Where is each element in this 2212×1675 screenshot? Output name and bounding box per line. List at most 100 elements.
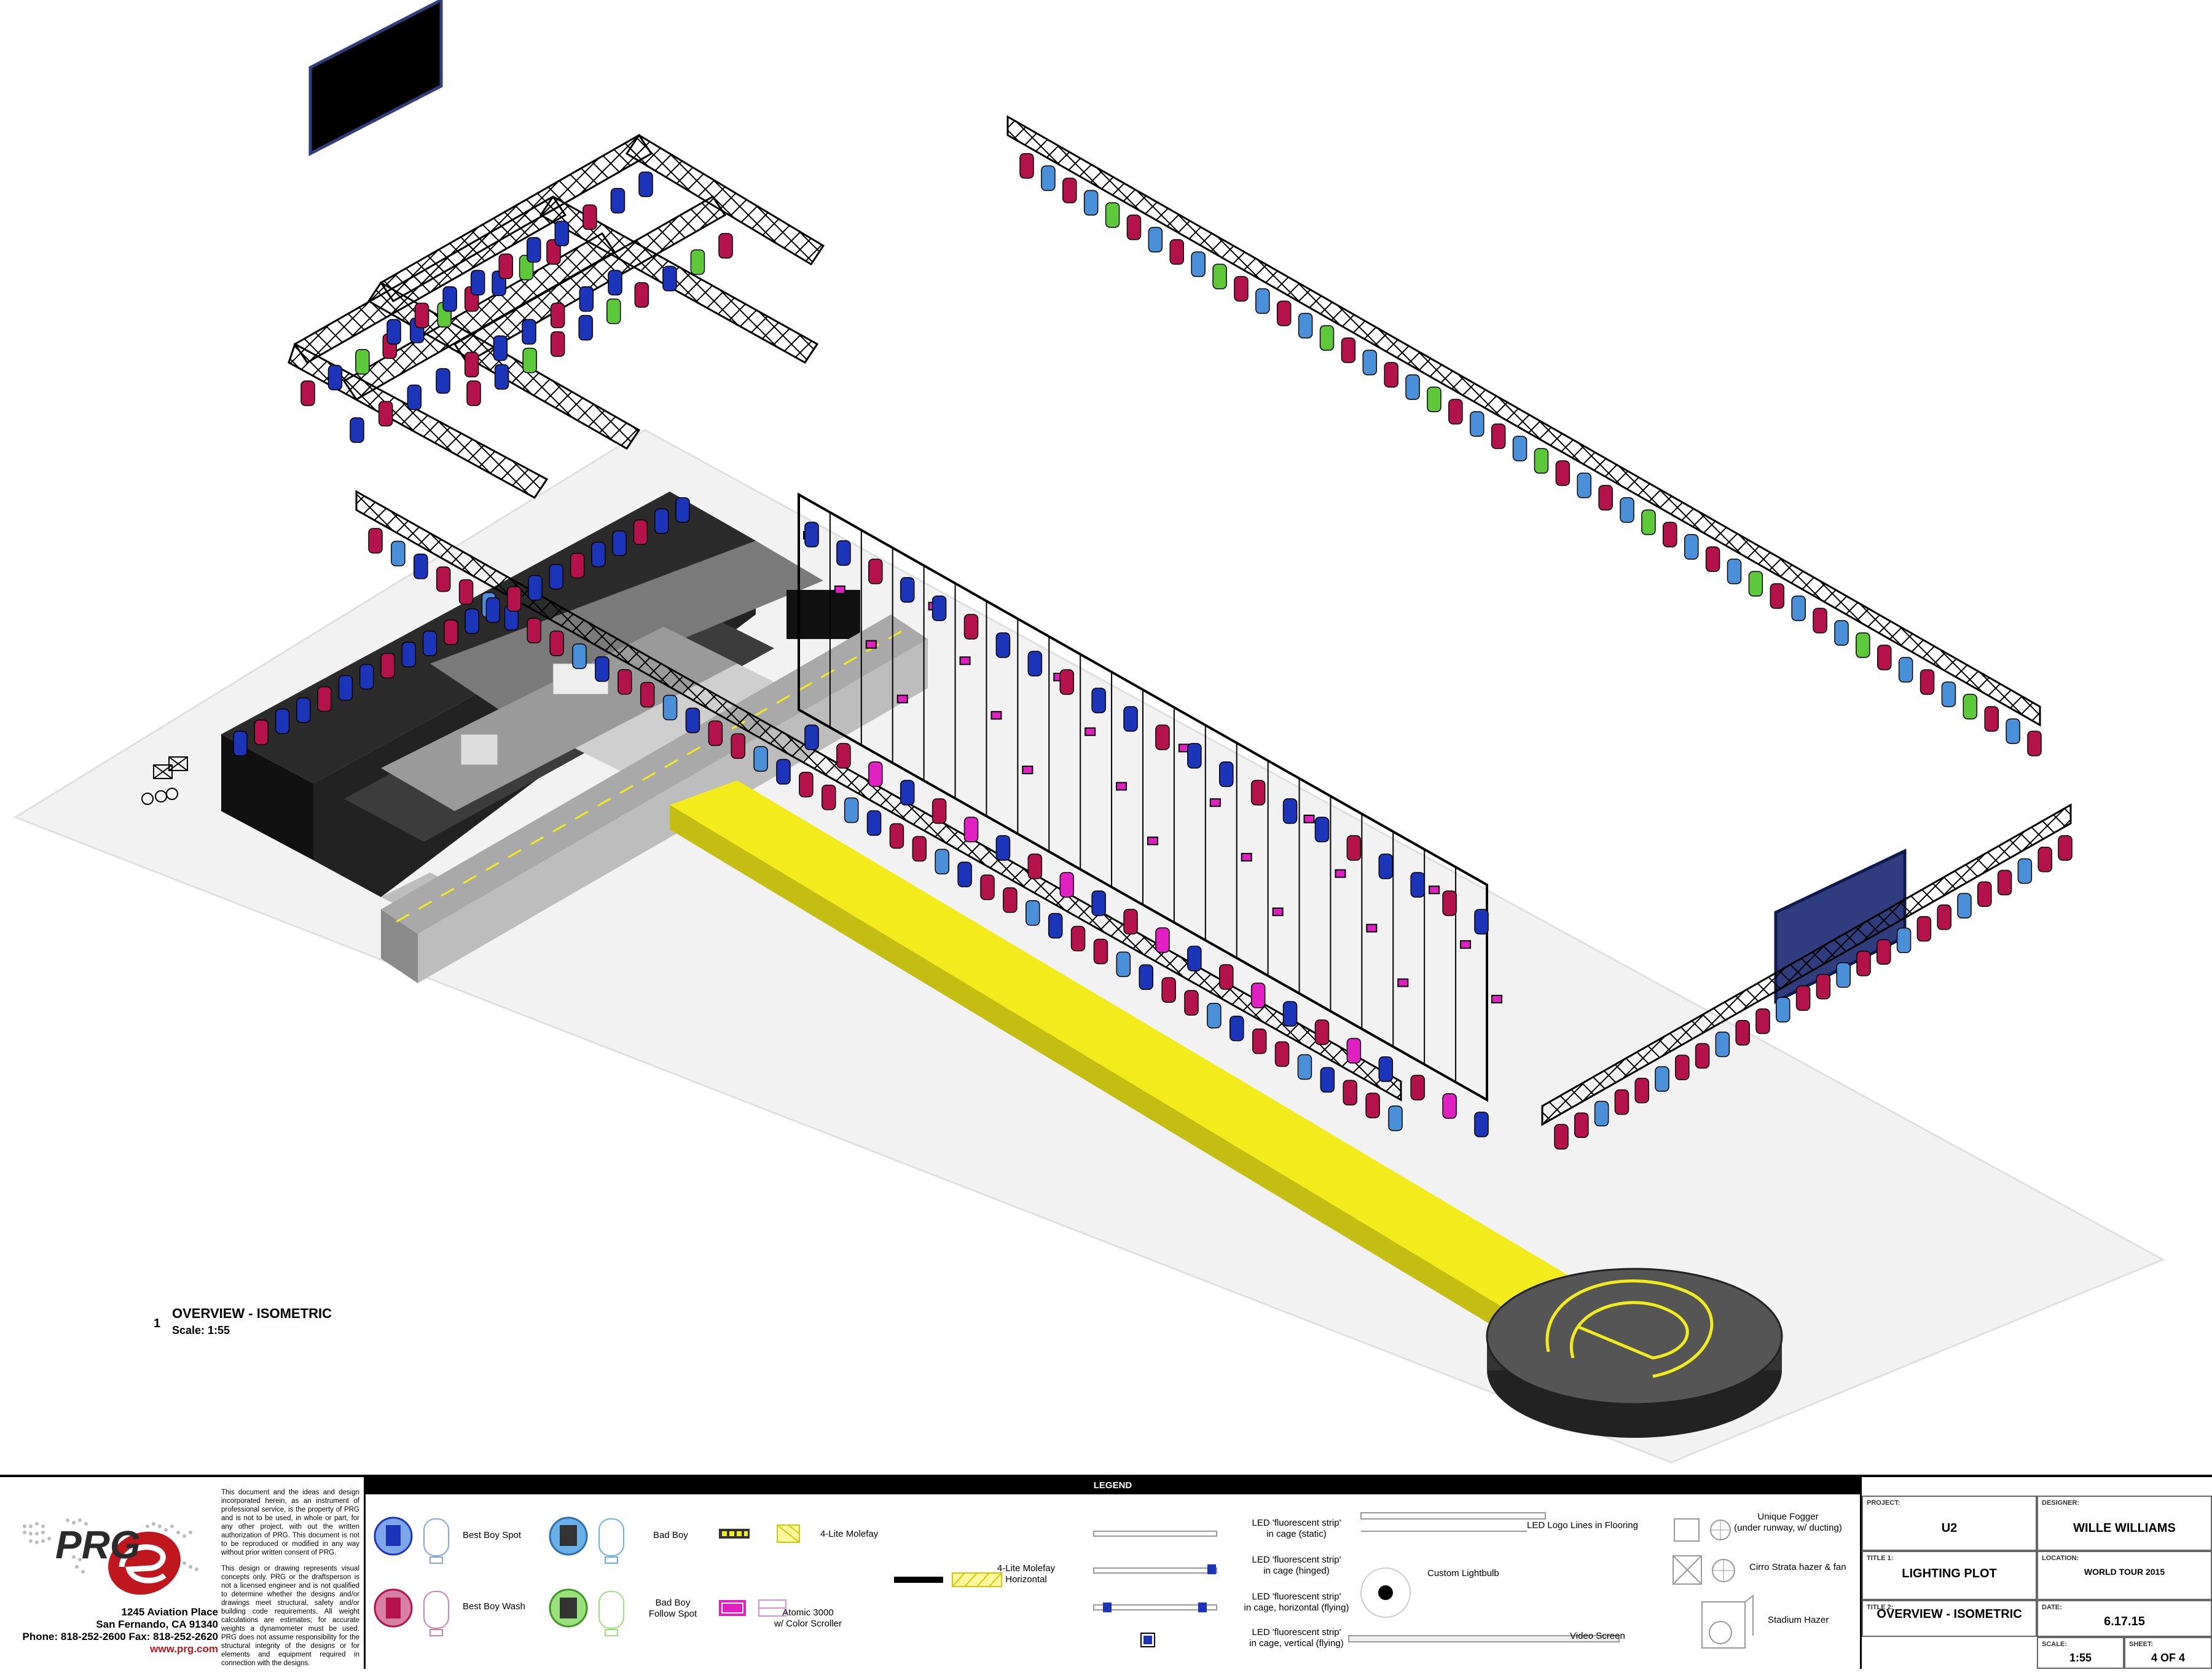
moving-light-fixture: [1019, 153, 1034, 179]
legend-led-hflying-line2: in cage, horizontal (flying): [1244, 1602, 1349, 1613]
moving-light-fixture: [634, 282, 649, 308]
moving-light-fixture: [1594, 1100, 1609, 1127]
moving-light-fixture: [1856, 951, 1871, 976]
moving-light-fixture: [1474, 1112, 1489, 1137]
moving-light-fixture: [1937, 904, 1951, 930]
moving-light-fixture: [493, 335, 508, 361]
moving-light-fixture: [1212, 264, 1227, 289]
moving-light-fixture: [1139, 964, 1153, 990]
designer-cell: DESIGNER: WILLE WILLIAMS: [2037, 1496, 2212, 1551]
designer-label: DESIGNER:: [2042, 1499, 2080, 1507]
moving-light-fixture: [1663, 522, 1677, 547]
moving-light-fixture: [414, 302, 429, 329]
moving-light-fixture: [1207, 1003, 1222, 1029]
moving-light-fixture: [638, 171, 653, 197]
moving-light-fixture: [1003, 887, 1018, 913]
legend-led-hinged: LED 'fluorescent strip' in cage (hinged): [1220, 1555, 1373, 1577]
moving-light-fixture: [1957, 893, 1972, 919]
moving-light-fixture: [1388, 1105, 1403, 1131]
title2-cell: TITLE 2: OVERVIEW - ISOMETRIC: [1862, 1600, 2037, 1637]
moving-light-fixture: [844, 797, 859, 823]
moving-light-fixture: [1362, 350, 1378, 375]
moving-light-fixture: [550, 302, 565, 329]
moving-light-fixture: [1341, 337, 1356, 363]
moving-light-fixture: [386, 319, 401, 345]
legend-bad-boy-follow-spot-line2: Follow Spot: [648, 1609, 697, 1619]
moving-light-fixture: [527, 237, 541, 263]
moving-light-fixture: [1105, 202, 1120, 228]
moving-light-fixture: [1941, 681, 1956, 707]
moving-light-fixture: [355, 349, 370, 375]
location-cell: LOCATION: WORLD TOUR 2015: [2037, 1551, 2212, 1600]
moving-light-fixture: [995, 835, 1011, 861]
disclaimer-structural: This design or drawing represents visual…: [221, 1565, 359, 1667]
moving-light-fixture: [1187, 946, 1202, 971]
moving-light-fixture: [380, 653, 395, 679]
moving-light-fixture: [690, 249, 705, 275]
moving-light-fixture: [1378, 853, 1394, 879]
moving-light-fixture: [465, 608, 479, 634]
moving-light-fixture: [804, 724, 819, 750]
moving-light-fixture: [1320, 1067, 1335, 1093]
moving-light-fixture: [1770, 583, 1785, 609]
moving-light-fixture: [1748, 571, 1763, 597]
moving-light-fixture: [1093, 938, 1108, 965]
moving-light-fixture: [572, 643, 587, 669]
moving-light-fixture: [1314, 1019, 1330, 1045]
moving-light-fixture: [1230, 1016, 1244, 1041]
legend-4-lite-molefay: 4-Lite Molefay: [820, 1529, 879, 1539]
moving-light-fixture: [1512, 436, 1528, 461]
legend-best-boy-spot: Best Boy Spot: [463, 1530, 522, 1540]
moving-light-fixture: [1898, 657, 1913, 683]
moving-light-fixture: [1234, 276, 1249, 302]
moving-light-fixture: [708, 720, 723, 747]
moving-light-fixture: [554, 221, 570, 246]
moving-light-fixture: [1250, 983, 1266, 1008]
led-strip-hinged-icon: [1093, 1564, 1217, 1574]
moving-light-fixture: [1123, 909, 1138, 935]
moving-light-fixture: [233, 731, 248, 756]
date-label: DATE:: [2042, 1604, 2062, 1611]
moving-light-fixture: [900, 780, 915, 806]
legend-led-static-line1: LED 'fluorescent strip': [1252, 1518, 1341, 1528]
moving-light-fixture: [654, 508, 669, 534]
moving-light-fixture: [546, 239, 561, 265]
moving-light-fixture: [1169, 239, 1185, 265]
moving-light-fixture: [296, 697, 311, 723]
moving-light-fixture: [1442, 1093, 1457, 1119]
atomic-fixture: [1491, 995, 1502, 1003]
moving-light-fixture: [718, 233, 733, 259]
moving-light-fixture: [675, 497, 690, 523]
moving-light-fixture: [1059, 872, 1074, 898]
moving-light-fixture: [1282, 1001, 1298, 1027]
moving-light-fixture: [470, 270, 485, 296]
moving-light-fixture: [1346, 1038, 1362, 1064]
moving-light-fixture: [1836, 962, 1851, 988]
moving-light-fixture: [931, 595, 947, 621]
legend-bad-boy-follow-spot: Bad Boy Follow Spot: [645, 1598, 700, 1620]
moving-light-fixture: [836, 743, 851, 769]
atomic-fixture: [1460, 940, 1472, 949]
legend-symbols: [374, 1512, 1754, 1649]
moving-light-fixture: [464, 351, 479, 378]
atomic-fixture: [1397, 978, 1409, 987]
moving-light-fixture: [391, 541, 406, 567]
moving-light-fixture: [1620, 497, 1634, 523]
legend-led-hinged-line1: LED 'fluorescent strip': [1252, 1555, 1341, 1565]
legend-fogger-line1: Unique Fogger: [1757, 1512, 1819, 1522]
moving-light-fixture: [1155, 927, 1170, 953]
moving-light-fixture: [1896, 927, 1912, 954]
moving-light-fixture: [1614, 1089, 1630, 1115]
legend-led-hinged-line2: in cage (hinged): [1263, 1566, 1330, 1576]
moving-light-fixture: [606, 298, 621, 324]
isometric-overview-drawing: [13, 0, 2165, 1464]
moving-light-fixture: [494, 364, 509, 390]
moving-light-fixture: [931, 798, 947, 824]
moving-light-fixture: [1319, 325, 1335, 351]
atomic-fixture: [896, 694, 908, 704]
moving-light-fixture: [1091, 890, 1106, 916]
legend-molefay-horizontal: 4-Lite Molefay Horizontal: [983, 1563, 1069, 1585]
sheet-label: SHEET:: [2129, 1641, 2154, 1648]
moving-light-fixture: [579, 286, 594, 312]
atomic-fixture: [1209, 798, 1221, 807]
